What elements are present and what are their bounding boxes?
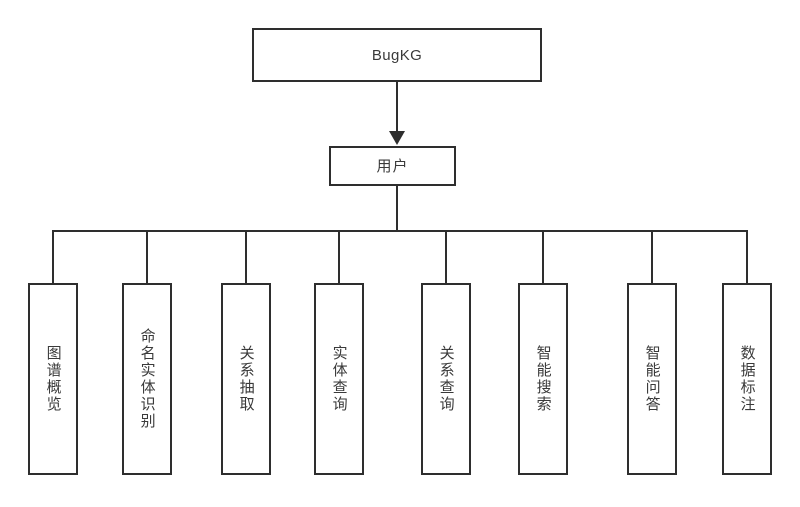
connector-bus-to-leaf-7 bbox=[651, 230, 653, 283]
node-bugkg[interactable]: BugKG bbox=[252, 28, 542, 82]
node-function-8[interactable]: 数据标注 bbox=[722, 283, 772, 475]
connector-user-to-bus bbox=[396, 186, 398, 232]
node-function-2-label: 命名实体识别 bbox=[138, 328, 156, 430]
connector-bus-to-leaf-1 bbox=[52, 230, 54, 283]
connector-bus-to-leaf-6 bbox=[542, 230, 544, 283]
node-function-7[interactable]: 智能问答 bbox=[627, 283, 677, 475]
node-function-3-label: 关系抽取 bbox=[237, 345, 255, 413]
node-function-3[interactable]: 关系抽取 bbox=[221, 283, 271, 475]
connector-bus-to-leaf-3 bbox=[245, 230, 247, 283]
node-bugkg-label: BugKG bbox=[371, 46, 423, 64]
node-function-2[interactable]: 命名实体识别 bbox=[122, 283, 172, 475]
node-function-5-label: 关系查询 bbox=[437, 345, 455, 413]
connector-bus-to-leaf-5 bbox=[445, 230, 447, 283]
node-function-5[interactable]: 关系查询 bbox=[421, 283, 471, 475]
arrowhead-down-icon bbox=[389, 131, 405, 145]
connector-bus-to-leaf-2 bbox=[146, 230, 148, 283]
node-user[interactable]: 用户 bbox=[329, 146, 456, 186]
node-function-7-label: 智能问答 bbox=[643, 345, 661, 413]
node-function-8-label: 数据标注 bbox=[738, 345, 756, 413]
node-user-label: 用户 bbox=[376, 157, 409, 175]
connector-bus-to-leaf-4 bbox=[338, 230, 340, 283]
node-function-6-label: 智能搜索 bbox=[534, 345, 552, 413]
node-function-4-label: 实体查询 bbox=[330, 345, 348, 413]
node-function-1[interactable]: 图谱概览 bbox=[28, 283, 78, 475]
node-function-4[interactable]: 实体查询 bbox=[314, 283, 364, 475]
node-function-6[interactable]: 智能搜索 bbox=[518, 283, 568, 475]
connector-horizontal-bus bbox=[53, 230, 748, 232]
node-function-1-label: 图谱概览 bbox=[44, 345, 62, 413]
connector-bus-to-leaf-8 bbox=[746, 230, 748, 283]
connector-root-to-user bbox=[396, 82, 398, 132]
